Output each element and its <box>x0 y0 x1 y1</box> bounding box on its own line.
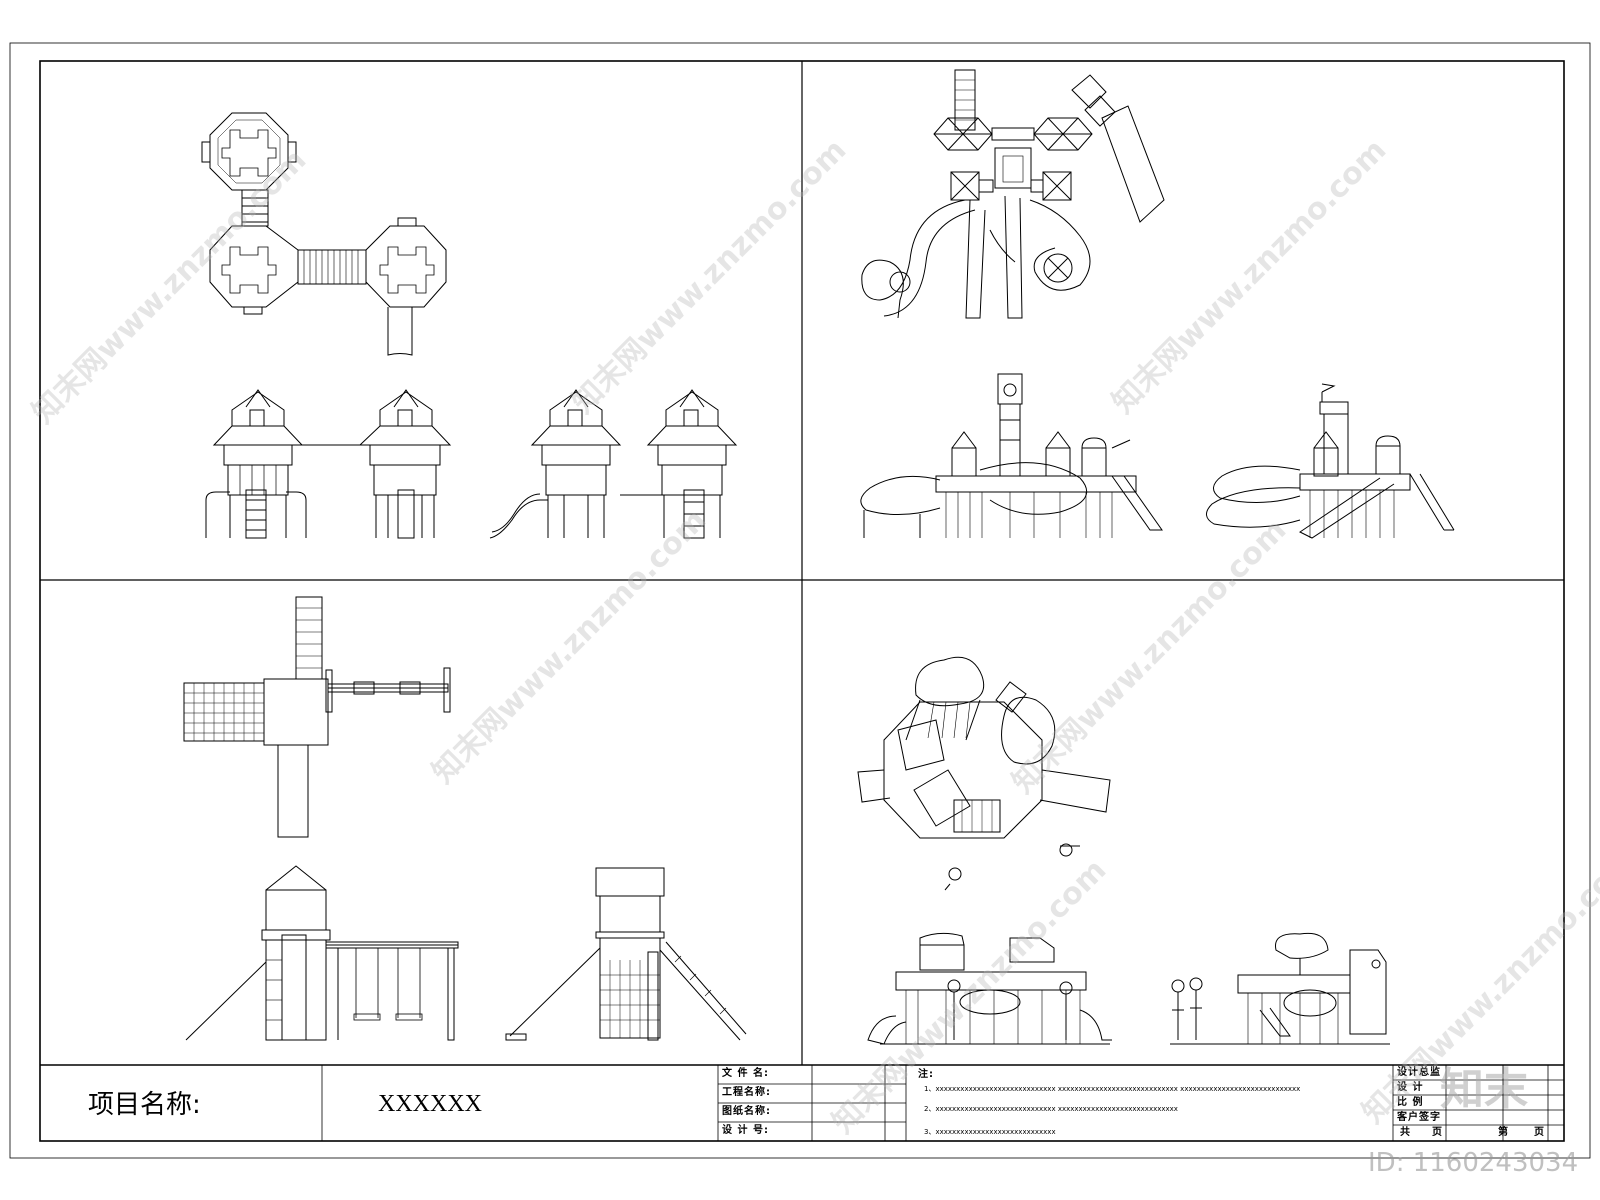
q4-elevation-left <box>867 932 1112 1045</box>
q2-elevation-right <box>1206 383 1455 539</box>
footer-total-pages: 页 <box>1432 1127 1443 1138</box>
q4-plan-view <box>857 656 1111 891</box>
field-design-number: 设 计 号: <box>722 1125 769 1136</box>
notes-label: 注: <box>918 1069 934 1080</box>
outer-frame <box>9 42 1591 1159</box>
footer-total: 共 <box>1400 1127 1411 1138</box>
field-design-director: 设计总监 <box>1397 1067 1441 1078</box>
field-designer: 设 计 <box>1397 1082 1424 1093</box>
q3-plan-view <box>183 596 451 838</box>
field-file-name: 文 件 名: <box>722 1068 769 1079</box>
field-client-signature: 客户签字 <box>1397 1112 1441 1123</box>
q1-elevation-left <box>205 389 452 539</box>
footer-page: 页 <box>1534 1127 1545 1138</box>
q4-elevation-right <box>1170 932 1390 1045</box>
q3-elevation-right <box>505 867 747 1041</box>
note-line-3: 3、xxxxxxxxxxxxxxxxxxxxxxxxxxxxx <box>924 1128 1056 1136</box>
note-line-1: 1、xxxxxxxxxxxxxxxxxxxxxxxxxxxxx xxxxxxxx… <box>924 1085 1301 1093</box>
title-block-grid <box>321 1065 1564 1141</box>
project-name-value: XXXXXX <box>378 1091 482 1117</box>
q1-elevation-right <box>489 389 738 539</box>
project-name-label: 项目名称: <box>88 1090 201 1120</box>
field-drawing-name: 图纸名称: <box>722 1106 771 1117</box>
q2-elevation-left <box>860 373 1163 538</box>
note-line-2: 2、xxxxxxxxxxxxxxxxxxxxxxxxxxxxx xxxxxxxx… <box>924 1105 1178 1113</box>
q3-elevation-left <box>185 865 459 1041</box>
field-scale: 比 例 <box>1397 1097 1424 1108</box>
footer-page-label: 第 <box>1498 1127 1509 1138</box>
q1-plan-view <box>201 112 447 356</box>
image-id-label: ID: 1160243034 <box>1368 1148 1579 1178</box>
field-project-name: 工程名称: <box>722 1087 771 1098</box>
q2-plan-view <box>861 69 1165 319</box>
watermark-logo: 知末 <box>1440 1064 1528 1115</box>
